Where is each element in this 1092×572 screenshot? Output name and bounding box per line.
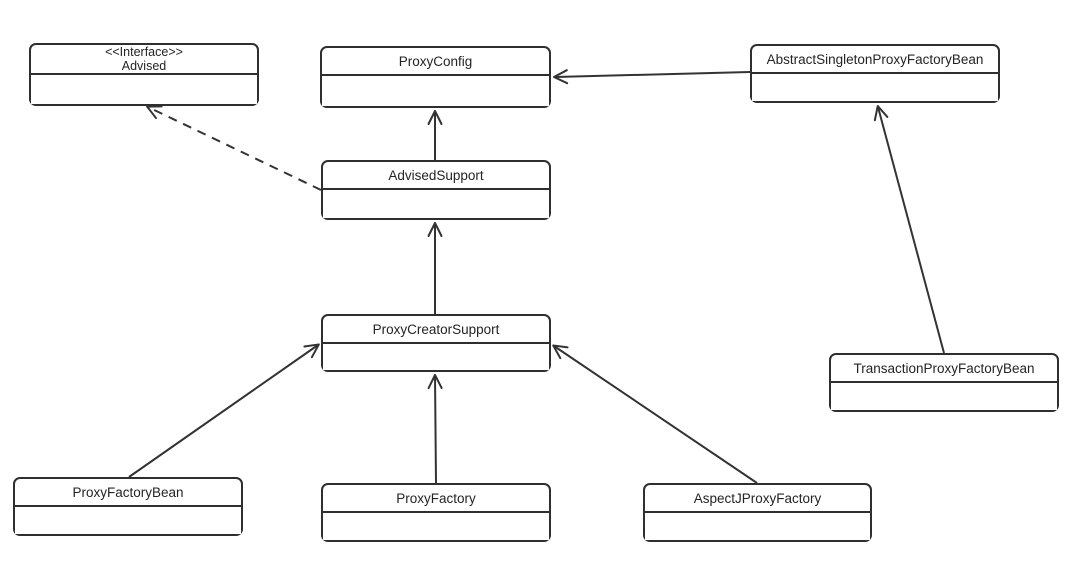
class-node-abstract-singleton-proxy-factory-bean: AbstractSingletonProxyFactoryBean [750,44,1000,103]
class-members-compartment [15,507,241,534]
class-members-compartment [831,383,1057,410]
class-node-aspectj-proxy-factory: AspectJProxyFactory [643,483,872,542]
class-stereotype: <<Interface>> [105,45,183,59]
class-name: AbstractSingletonProxyFactoryBean [766,51,984,67]
class-title-compartment: <<Interface>> Advised [31,45,257,75]
edge-proxyfactory-to-proxycreatorsupport [427,374,443,484]
class-members-compartment [322,76,549,106]
class-name: ProxyCreatorSupport [372,321,500,337]
class-members-compartment [323,513,549,540]
class-name: ProxyConfig [398,53,473,69]
edge-transactionproxyfactorybean-to-abstractsingletonproxyfactorybean [873,105,945,354]
class-title-compartment: AdvisedSupport [323,162,549,190]
edge-proxyfactorybean-to-proxycreatorsupport [128,343,320,478]
class-node-transaction-proxy-factory-bean: TransactionProxyFactoryBean [829,353,1059,412]
class-title-compartment: ProxyFactory [323,485,549,513]
class-node-proxy-factory: ProxyFactory [321,483,551,542]
class-title-compartment: AspectJProxyFactory [645,485,870,513]
class-name: Advised [121,59,167,73]
class-name: AspectJProxyFactory [693,490,822,506]
class-members-compartment [323,344,549,370]
class-name: AdvisedSupport [388,167,484,183]
edge-aspectjproxyfactory-to-proxycreatorsupport [552,344,758,484]
class-node-proxy-config: ProxyConfig [320,46,551,108]
class-name: TransactionProxyFactoryBean [853,360,1035,376]
class-node-advised: <<Interface>> Advised [29,43,259,106]
class-title-compartment: ProxyFactoryBean [15,479,241,507]
class-title-compartment: ProxyCreatorSupport [323,316,549,344]
class-name: ProxyFactoryBean [72,484,184,500]
edge-abstractsingletonproxyfactorybean-to-proxyconfig [553,69,751,85]
class-title-compartment: AbstractSingletonProxyFactoryBean [752,46,998,74]
class-title-compartment: TransactionProxyFactoryBean [831,355,1057,383]
class-name: ProxyFactory [396,490,476,506]
class-members-compartment [31,75,257,104]
edge-group [128,69,945,484]
edge-advisedsupport-to-advised [146,105,322,191]
class-node-proxy-factory-bean: ProxyFactoryBean [13,477,243,536]
class-members-compartment [645,513,870,540]
class-node-proxy-creator-support: ProxyCreatorSupport [321,314,551,372]
class-members-compartment [752,74,998,101]
class-members-compartment [323,190,549,218]
class-node-advised-support: AdvisedSupport [321,160,551,220]
class-title-compartment: ProxyConfig [322,48,549,76]
